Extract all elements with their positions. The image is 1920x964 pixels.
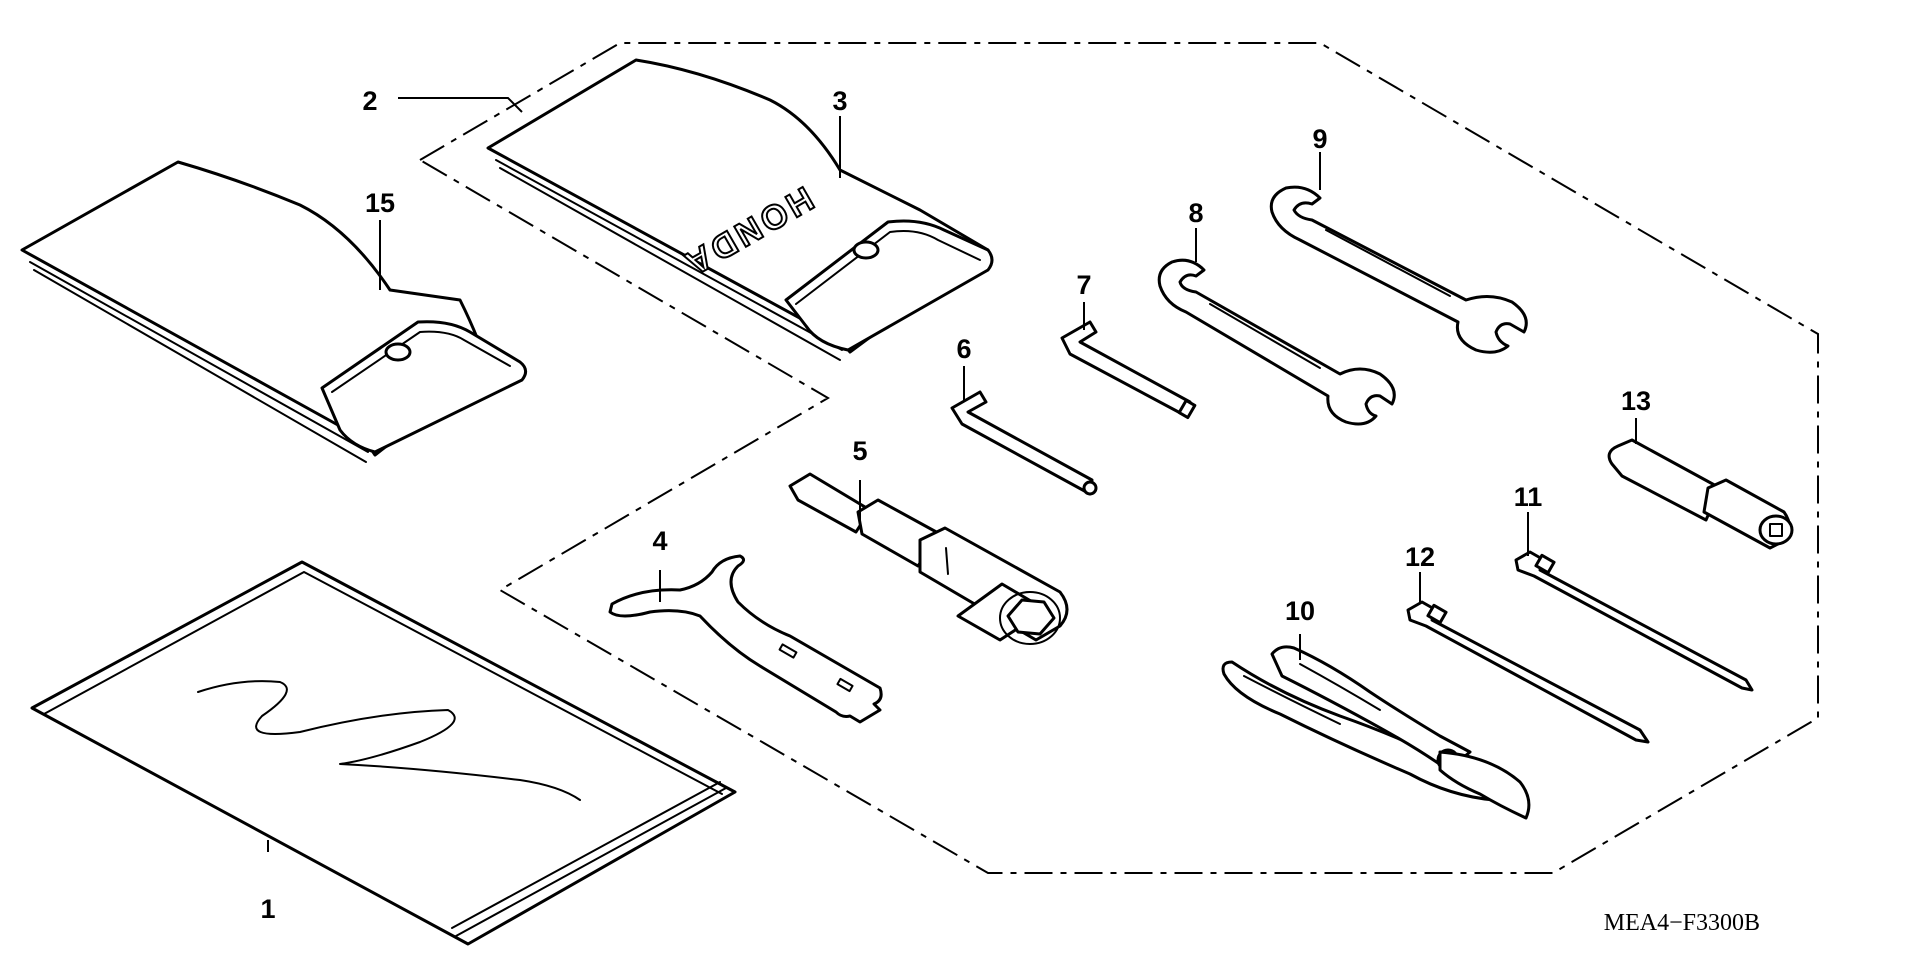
callout-4: 4	[652, 526, 667, 556]
hex-key-7	[1060, 320, 1197, 420]
hex-key-6	[950, 390, 1098, 496]
screwdriver-handle-13	[1607, 438, 1794, 550]
pin-spanner-4	[608, 554, 883, 724]
open-end-wrench-8	[1157, 258, 1396, 426]
callout-5: 5	[852, 436, 867, 466]
callout-12: 12	[1405, 542, 1435, 572]
callout-6: 6	[956, 334, 971, 364]
diagram-code: MEA4−F3300B	[1604, 910, 1760, 936]
screwdriver-12	[1406, 600, 1650, 744]
callout-8: 8	[1188, 198, 1203, 228]
spark-plug-wrench-5	[788, 472, 1069, 645]
tool-bag-15	[20, 160, 527, 463]
callout-9: 9	[1312, 124, 1327, 154]
callout-2: 2	[362, 86, 377, 116]
callout-15: 15	[365, 188, 395, 218]
callout-7: 7	[1076, 270, 1091, 300]
callout-3: 3	[832, 86, 847, 116]
screwdriver-11	[1514, 550, 1754, 692]
callout-11: 11	[1514, 482, 1543, 512]
leader-lines	[267, 97, 1637, 852]
callout-10: 10	[1285, 596, 1315, 626]
tool-set-group-outline	[418, 42, 1819, 874]
pliers-10	[1221, 645, 1531, 820]
document-bag-1	[30, 560, 737, 946]
tool-bag-3: HONDA	[486, 58, 994, 361]
open-end-wrench-9	[1269, 185, 1528, 354]
callout-1: 1	[260, 894, 275, 924]
callout-labels: 1 2 3 4 5 6 7 8 9 10 11 12 13 15	[260, 86, 1651, 924]
callout-13: 13	[1621, 386, 1651, 416]
